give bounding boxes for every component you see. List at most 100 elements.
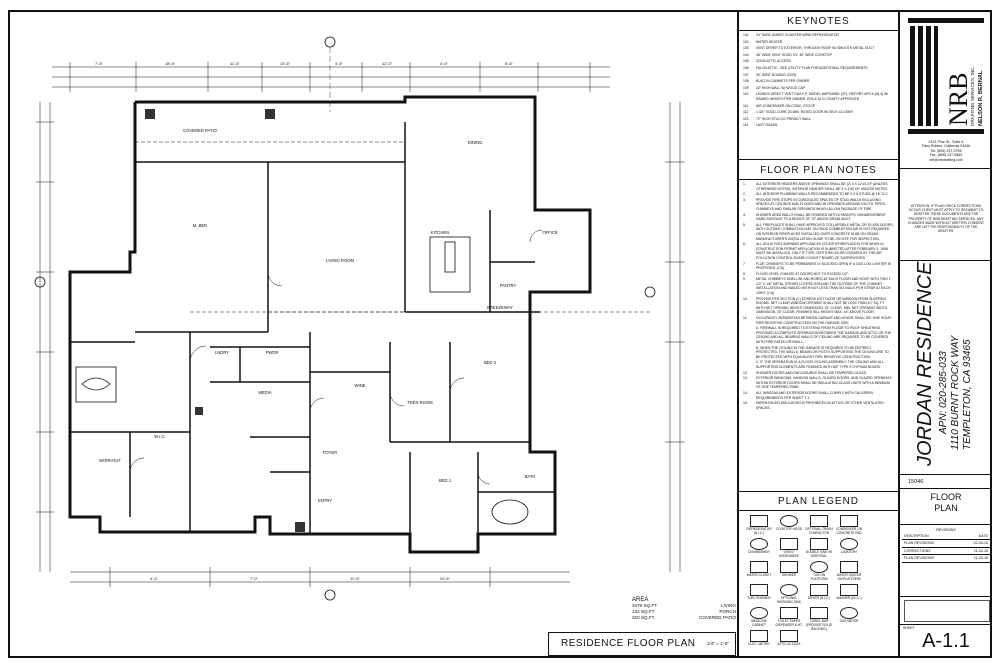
room-label-kitchen: KITCHEN [431, 230, 449, 235]
floor-note-item: 1.ALL EXTERIOR HEADERS ABOVE OPENINGS SH… [743, 182, 894, 191]
floor-note-number: 15. [743, 401, 748, 406]
keynote-number: 101 [743, 33, 749, 37]
area-value: 320 SQ.FT. [632, 615, 656, 620]
legend-label: WATER CLOSET [746, 573, 772, 577]
legend-symbol-icon [810, 515, 828, 527]
bath-tub [491, 499, 529, 525]
dim-text: 4'-0" [440, 61, 449, 66]
legend-label: ATTIC ACCESS [777, 642, 801, 646]
legend-item: LAVATORY [835, 538, 863, 555]
room-label-living-room: LIVING ROOM [326, 258, 354, 263]
area-label: PORCH [719, 609, 736, 614]
firm-contact: 2121 Pine St., Suite A Paso Robles, Cali… [904, 140, 988, 162]
room-label-dining: DINING [468, 140, 483, 145]
dim-text: 20'-6" [440, 576, 451, 581]
area-table: AREA 3476 SQ.FT.LIVING 132 SQ.FT.PORCH 3… [632, 597, 736, 621]
legend-symbol-icon [750, 584, 768, 596]
floor-note-item: 10.PROVIDE PER SECTION (C) EGRESS EXIT D… [743, 297, 894, 315]
floor-note-item: 9.METAL CHIMNEYS SHALL BE ANCHORED AT EA… [743, 277, 894, 295]
floor-note-text: OCCUPANCY SEPARATION BETWEEN GARAGE AND … [756, 316, 891, 325]
revision-date: DATE [978, 533, 988, 538]
sheet-title-line: PLAN [934, 503, 958, 513]
floor-plan-drawing: COVERED PATIO DINING M. BED LIVING ROOM … [34, 36, 685, 601]
sheet-title: FLOOR PLAN [900, 492, 992, 514]
room-label-lndry: LNDRY [215, 350, 229, 355]
room-label-entry: ENTRY [318, 498, 332, 503]
kitchen-island [429, 236, 471, 293]
firm-tel: Tel: (805) 237-0765 [930, 148, 962, 153]
room-label-wine: WINE [355, 383, 366, 388]
floor-notes-panel: FLOOR PLAN NOTES 1.ALL EXTERIOR HEADERS … [739, 162, 898, 492]
floor-note-text: PROVIDE FIRE STOPS IN CONCEALED SPACES O… [756, 197, 886, 211]
room-label-wic: W.I.C. [154, 434, 165, 439]
legend-label: DOUBLE SINK W/ DISPOSAL [805, 550, 833, 558]
floor-note-item: 12.SHOWER DOORS AND ENCLOSURES SHALL BE … [743, 371, 894, 376]
dim-text: 11'-6" [230, 61, 240, 66]
floor-note-number: 8. [743, 271, 746, 276]
floor-note-number: 11. [743, 316, 748, 321]
dimension-lines-right [665, 102, 685, 572]
legend-symbol-icon [810, 607, 828, 619]
floor-note-text: FLOOR LEVEL CHANGE AT DOORS NOT TO EXCEE… [756, 271, 849, 276]
floor-note-item: 5.ALL FIREPLACES SHALL HAVE APPROVED COL… [743, 223, 894, 241]
drawing-sheet-border [8, 10, 992, 658]
legend-item: DRYER (N.I.C.) [805, 584, 833, 601]
project-apn: APN: 020-285-033 [938, 351, 949, 434]
legend-symbol-icon [750, 515, 768, 527]
keynotes-list: 101 24" WIDE UNDER COUNTER WINE REFRIGERA… [739, 31, 898, 132]
beam-lines [135, 141, 650, 313]
legend-item: DOUBLE SINK W/ DISPOSAL [805, 538, 833, 559]
dim-text: 11'-6" [350, 576, 360, 581]
legend-item: OPTIONAL TRASH COMPACTOR [805, 515, 833, 536]
dim-text: 7'-0" [250, 576, 259, 581]
floor-note-number [743, 326, 753, 344]
keynote-number: 108 [743, 79, 749, 84]
legend-item: WASHER (N.I.C.) [835, 584, 863, 601]
job-number: 15046 [908, 479, 924, 485]
legend-label: TOILET PAPER DISPENSER & HT. [775, 619, 803, 627]
project-name: JORDAN RESIDENCE [914, 261, 936, 466]
floor-note-text: METAL CHIMNEYS SHALL BE ANCHORED AT EACH… [756, 277, 891, 296]
floor-note-number: 5. [743, 222, 746, 227]
firm-logo-sub: DRAFTING SERVICES, INC. [970, 66, 975, 126]
keynote-number: 113 [743, 116, 749, 121]
legend-symbol-icon [750, 607, 768, 619]
floor-note-text: ALL SOLID FUEL BURNING APPLIANCES (STOVE… [756, 242, 889, 260]
door-swings [129, 229, 543, 485]
legend-label: GAS METER [839, 619, 859, 623]
room-label-pwdr: PWDR [266, 350, 279, 355]
area-heading: AREA [632, 597, 649, 603]
firm-email: nrb@nrbdrafting.com [929, 157, 963, 162]
firm-city: Paso Robles, California 93446 [921, 144, 971, 149]
legend-label: DISHWASHER [748, 550, 770, 554]
legend-item: MEDICINE CABINET [745, 607, 773, 628]
legend-symbol-icon [840, 584, 858, 596]
keynote-number: 106 [743, 65, 749, 70]
legend-symbol-icon [780, 607, 798, 619]
legend-symbol-icon [750, 630, 768, 642]
keynote-text: LENNOX DIRECT VENT GAS F.P. MODEL #MPD35… [756, 92, 889, 101]
keynote-number: 112 [743, 110, 749, 115]
legend-item: TUB ON PLATFORM [805, 561, 833, 582]
keynote-text: 24" WIDE UNDER COUNTER WINE REFRIGERATOR [756, 33, 839, 37]
legend-item: WATER HEATER ON PLATFORM [835, 561, 863, 582]
area-label: COVERED PATIO [698, 615, 736, 620]
floor-note-text: SHOWER AREA WALLS SHALL BE FINISHED WITH… [756, 212, 886, 222]
legend-symbol-icon [840, 538, 858, 550]
legend-item: TUB / SHOWER [745, 584, 773, 601]
firm-logo-name: NELSON R. BERNAL [978, 70, 984, 126]
dim-text: 7'-6" [95, 61, 104, 66]
room-label-bed-1: BED 1 [439, 478, 452, 483]
room-label-foyer: FOYER [323, 450, 337, 455]
legend-symbol-icon [840, 607, 858, 619]
floor-note-item: 8. FLOOR LEVEL CHANGE AT DOORS NOT TO EXC… [743, 272, 894, 277]
project-city: TEMPLETON, CA 93465 [962, 339, 973, 450]
keynote-number: 107 [743, 72, 749, 77]
dim-text: 12'-0" [382, 61, 393, 66]
dim-text: 18'-6" [165, 61, 176, 66]
legend-label: LAVATORY [840, 550, 858, 554]
floor-note-item: B. WHEN THE CEILING IN THE GARAGE IS REQ… [743, 346, 894, 360]
